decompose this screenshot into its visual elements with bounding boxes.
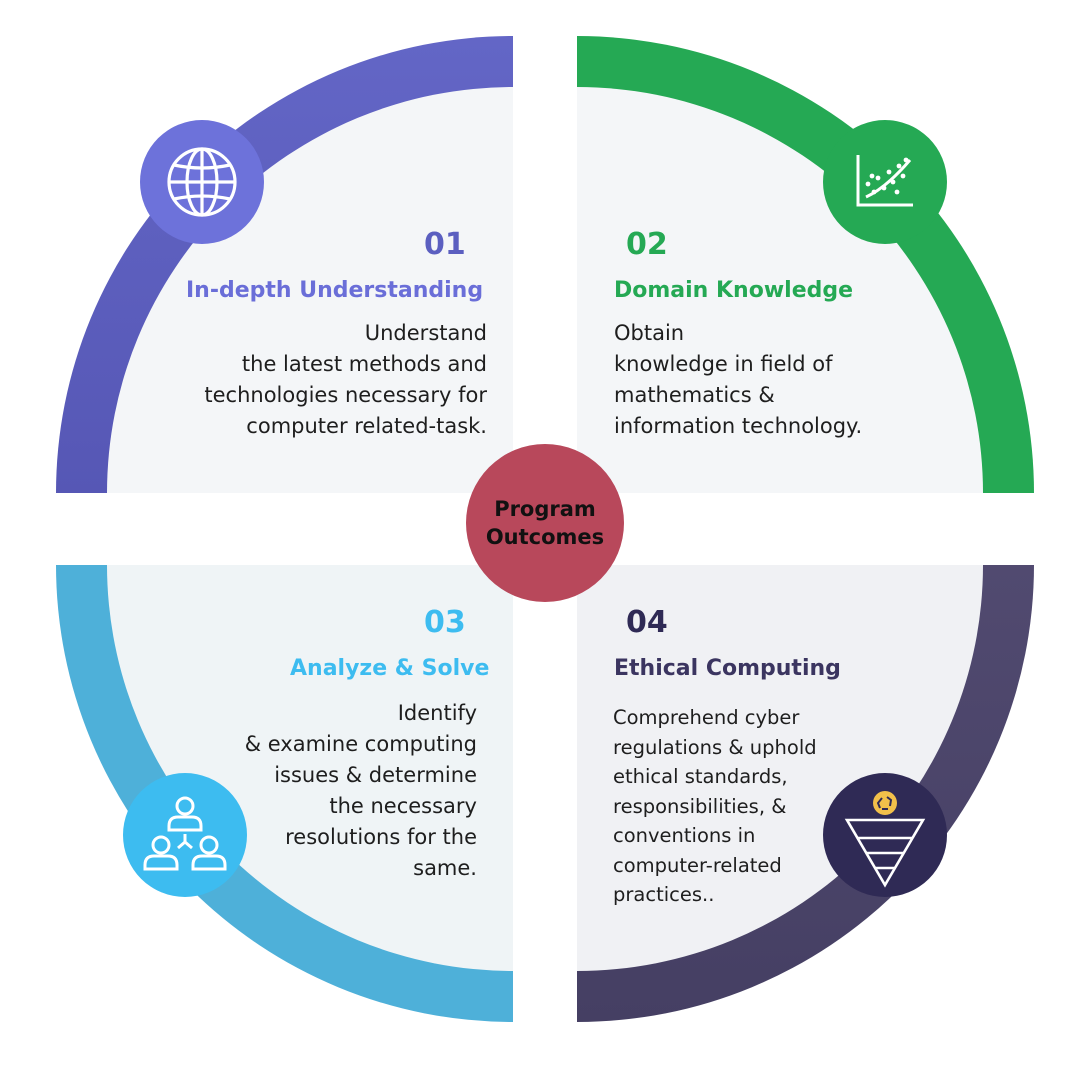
quadrant-3-panel (107, 565, 513, 971)
quadrant-1 (56, 36, 513, 493)
quadrant-2-panel (577, 87, 983, 493)
quadrant-1-description: Understand the latest methods and techno… (204, 318, 487, 442)
quadrant-4-line: responsibilities, & (613, 794, 787, 818)
quadrant-2-line: knowledge in field of (614, 352, 833, 376)
quadrant-4-line: regulations & uphold (613, 735, 817, 759)
quadrant-3-number: 03 (424, 605, 466, 640)
quadrant-2-description: Obtain knowledge in field of mathematics… (614, 318, 862, 442)
quadrant-4-line: computer-related (613, 853, 782, 877)
quadrant-2 (577, 36, 1034, 493)
quadrant-4-description: Comprehend cyber regulations & uphold et… (613, 703, 817, 910)
quadrant-4-number: 04 (626, 605, 668, 640)
quadrant-3 (56, 565, 513, 1022)
team-network-icon (123, 773, 247, 897)
quadrant-2-title: Domain Knowledge (614, 278, 854, 303)
quadrant-1-line: Understand (364, 321, 487, 345)
center-label: Program Outcomes (466, 444, 624, 602)
quadrant-4-line: ethical standards, (613, 765, 788, 788)
quadrant-3-line: Identify (397, 701, 477, 725)
quadrant-3-line: same. (413, 856, 477, 880)
quadrant-4-panel (577, 565, 983, 971)
quadrant-4-title: Ethical Computing (614, 656, 841, 681)
quadrant-1-line: technologies necessary for (204, 383, 487, 407)
quadrant-3-line: resolutions for the (285, 825, 477, 849)
center-circle (466, 444, 624, 602)
center-label-line-1: Program (494, 497, 596, 521)
quadrant-1-line: computer related-task. (246, 414, 487, 438)
quadrant-1-number: 01 (424, 227, 466, 262)
globe-icon (140, 120, 264, 244)
center-label-line-2: Outcomes (485, 525, 605, 549)
scatter-chart-icon (823, 120, 947, 244)
recycle-funnel-icon (823, 773, 947, 897)
quadrant-2-line: Obtain (614, 321, 685, 345)
quadrant-3-line: & examine computing (244, 732, 477, 756)
quadrant-2-line: mathematics & (614, 383, 775, 407)
quadrant-2-number: 02 (626, 227, 668, 262)
quadrant-4 (577, 565, 1034, 1022)
quadrant-3-line: issues & determine (274, 763, 477, 787)
quadrant-4-line: practices.. (613, 883, 715, 906)
quadrant-1-panel (107, 87, 513, 493)
quadrant-3-title: Analyze & Solve (290, 656, 490, 681)
quadrant-2-line: information technology. (614, 414, 863, 438)
quadrant-1-line: the latest methods and (241, 352, 487, 376)
quadrant-3-line: the necessary (329, 794, 477, 818)
quadrant-3-description: Identify & examine computing issues & de… (245, 698, 477, 884)
quadrant-1-title: In-depth Understanding (186, 278, 484, 303)
quadrant-4-line: conventions in (613, 824, 756, 847)
quadrant-4-line: Comprehend cyber (613, 706, 800, 729)
